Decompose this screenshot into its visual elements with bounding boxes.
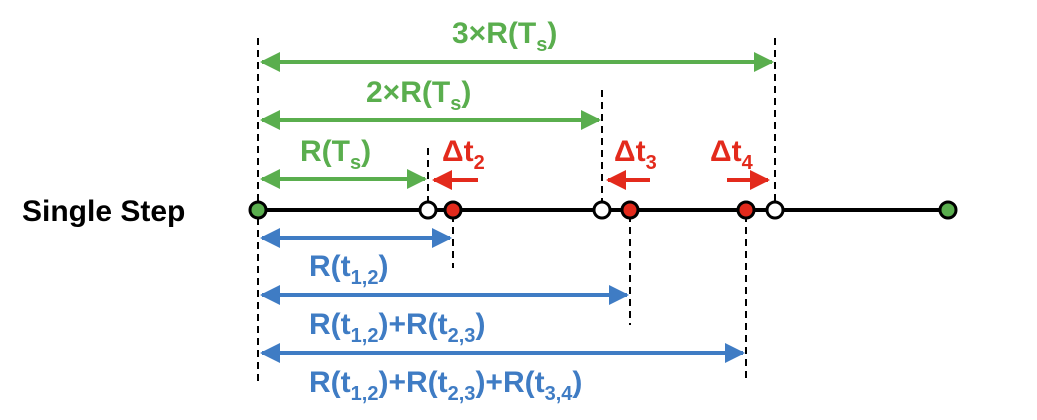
- row-label: Single Step: [22, 195, 185, 228]
- red-point-t3: [620, 200, 640, 220]
- open-point-3: [765, 200, 785, 220]
- label-r-t12-t23: R(t1,2)+R(t2,3): [309, 308, 485, 347]
- label-dt3: Δt3: [614, 135, 657, 174]
- label-rts: R(Ts): [300, 135, 371, 174]
- label-2x-rts: 2×R(Ts): [366, 76, 471, 115]
- green-point-end: [938, 200, 958, 220]
- label-r-t12-t23-t34: R(t1,2)+R(t2,3)+R(t3,4): [309, 366, 582, 405]
- label-3x-rts: 3×R(Ts): [452, 17, 557, 56]
- open-point-1: [418, 200, 438, 220]
- label-dt2: Δt2: [442, 135, 485, 174]
- red-point-t2: [443, 200, 463, 220]
- green-point-start: [248, 200, 268, 220]
- label-r-t12: R(t1,2): [309, 250, 388, 289]
- open-point-2: [592, 200, 612, 220]
- label-dt4: Δt4: [710, 135, 754, 174]
- red-point-t4: [736, 200, 756, 220]
